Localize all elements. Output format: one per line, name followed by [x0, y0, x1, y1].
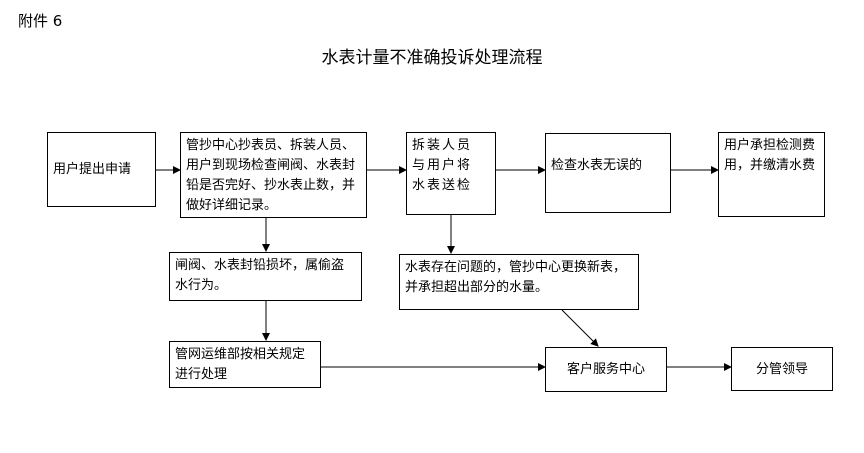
node-meter-ok: 检查水表无误的 [545, 133, 671, 213]
node-customer-center: 客户服务中心 [545, 347, 667, 392]
node-remove-send: 拆装人员 与用户将 水表送检 [406, 132, 496, 215]
node-network-dept: 管网运维部按相关规定进行处理 [169, 341, 321, 388]
node-seal-broken: 闸阀、水表封铅损坏，属偷盗水行为。 [169, 252, 362, 301]
node-onsite-check: 管抄中心抄表员、拆装人员、用户到现场检查闸阀、水表封铅是否完好、抄水表止数，并做… [180, 132, 367, 218]
node-user-apply: 用户提出申请 [47, 132, 156, 207]
node-meter-problem: 水表存在问题的，管抄中心更换新表，并承担超出部分的水量。 [399, 254, 639, 310]
node-leader: 分管领导 [731, 347, 833, 391]
node-user-bears-fee: 用户承担检测费用，并缴清水费 [718, 132, 825, 217]
arrow-problem-to-center [561, 309, 599, 347]
page-title: 水表计量不准确投诉处理流程 [321, 48, 543, 68]
attachment-label: 附件 6 [18, 12, 63, 30]
